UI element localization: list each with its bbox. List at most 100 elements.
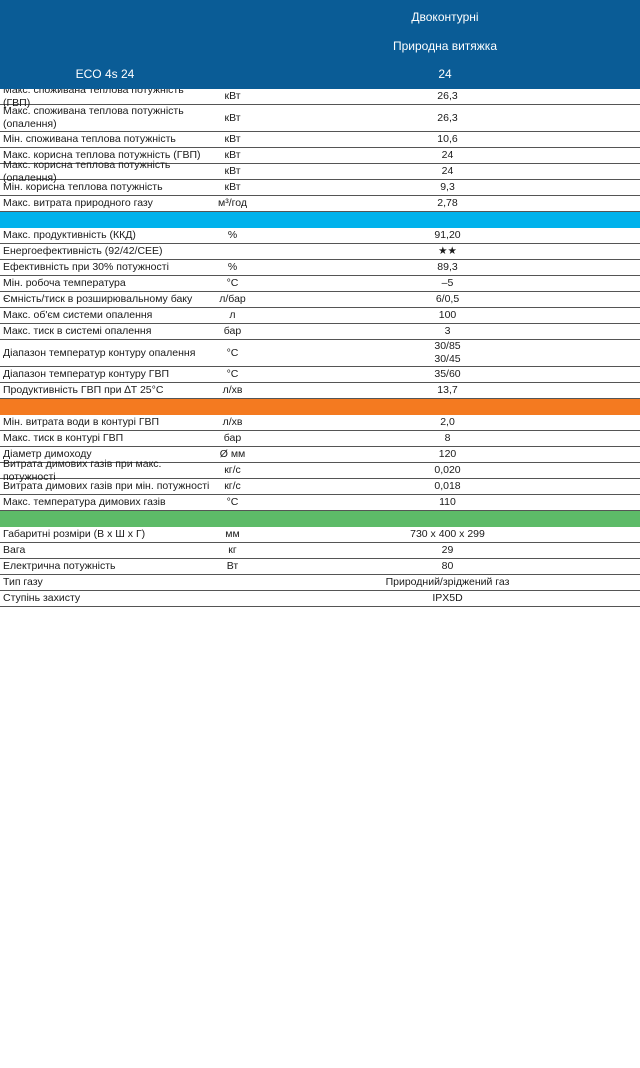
param-label: Вага — [3, 544, 26, 556]
param-value: 9,3 — [440, 181, 455, 193]
table-row: Макс. споживана теплова потужність (ГВП)… — [0, 84, 640, 109]
table-row: Ефективність при 30% потужності % 89,3 — [0, 260, 640, 276]
param-value: 29 — [441, 544, 454, 556]
param-value-line1: 30/85 — [434, 340, 461, 352]
param-label: Ємність/тиск в розширювальному баку — [3, 293, 193, 305]
param-label: Мін. корисна теплова потужність — [3, 181, 163, 193]
param-label: Енергоефективність (92/42/CEE) — [3, 245, 163, 257]
param-label: Діапазон температур контуру опалення — [3, 346, 196, 359]
table-row: Макс. продуктивність (ККД) % 91,20 — [0, 228, 640, 244]
table-row: Мін. витрата води в контурі ГВП л/хв 2,0 — [0, 415, 640, 431]
param-label: Мін. робоча температура — [3, 277, 126, 289]
table-row: Діапазон температур контуру ГВП °С 35/60 — [0, 367, 640, 383]
header-exhaust: Природна витяжка — [392, 39, 497, 53]
table-row: Габаритні розміри (В х Ш х Г) мм 730 x 4… — [0, 527, 640, 543]
table-header: Двоконтурні Природна витяжка ECO 4s 24 2… — [0, 0, 640, 89]
table-row: Макс. температура димових газів °С 110 — [0, 495, 640, 511]
param-label: Макс. корисна теплова потужність (опален… — [3, 158, 171, 184]
param-label: Макс. витрата природного газу — [3, 197, 153, 209]
param-value: 3 — [444, 325, 451, 337]
param-label: Тип газу — [3, 576, 43, 588]
param-value: 730 x 400 x 299 — [410, 528, 485, 540]
table-row: Діаметр димоходу Ø мм 120 — [0, 447, 640, 463]
param-unit: кВт — [224, 90, 241, 102]
param-label: Мін. споживана теплова потужність — [3, 133, 176, 145]
header-type: Двоконтурні — [411, 10, 479, 24]
param-unit — [210, 575, 255, 590]
table-row: Тип газу Природний/зріджений газ — [0, 575, 640, 591]
param-unit: кВт — [224, 165, 241, 177]
param-unit: кг/с — [224, 464, 241, 476]
param-label: Макс. споживана теплова потужність (опал… — [3, 105, 184, 130]
table-row: Витрата димових газів при мін. потужност… — [0, 479, 640, 495]
table-row: Макс. тиск в контурі ГВП бар 8 — [0, 431, 640, 447]
param-label: Мін. витрата води в контурі ГВП — [3, 416, 160, 428]
param-label: Макс. корисна теплова потужність (ГВП) — [3, 149, 201, 161]
param-label: Макс. продуктивність (ККД) — [3, 229, 136, 241]
param-value: 10,6 — [437, 133, 458, 145]
header-power: 24 — [438, 67, 452, 81]
table-row: Макс. об'єм системи опалення л 100 — [0, 308, 640, 324]
param-value: 8 — [444, 432, 451, 444]
param-value: 13,7 — [437, 384, 458, 396]
param-value: 100 — [438, 309, 457, 321]
param-label: Макс. тиск в системі опалення — [3, 325, 152, 337]
param-unit: м³/год — [218, 197, 247, 209]
param-value: 89,3 — [437, 261, 458, 273]
param-value: 110 — [439, 496, 456, 508]
table-row: Продуктивність ГВП при ∆T 25°C л/хв 13,7 — [0, 383, 640, 399]
param-value: 2,0 — [440, 416, 455, 428]
param-value: 91,20 — [434, 229, 461, 241]
param-label: Ступінь захисту — [3, 592, 81, 604]
table-row: Вага кг 29 — [0, 543, 640, 559]
param-label: Витрата димових газів при макс. потужнос… — [3, 457, 162, 483]
param-unit: °С — [226, 277, 239, 289]
param-value: 0,018 — [434, 480, 461, 492]
param-unit: кг — [228, 544, 237, 556]
table-row: Ємність/тиск в розширювальному баку л/ба… — [0, 292, 640, 308]
param-label: Макс. об'єм системи опалення — [3, 309, 153, 321]
param-unit: л/хв — [222, 416, 243, 428]
param-value: 24 — [441, 149, 454, 161]
table-row: Мін. корисна теплова потужність кВт 9,3 — [0, 180, 640, 196]
param-unit: л/хв — [222, 384, 243, 396]
param-value: 26,3 — [437, 111, 458, 124]
param-unit: кВт — [224, 133, 241, 145]
param-unit: % — [227, 261, 238, 273]
param-value: Природний/зріджений газ — [385, 576, 510, 588]
table-row: Діапазон температур контуру опалення °С … — [0, 340, 640, 367]
param-label: Габаритні розміри (В х Ш х Г) — [3, 528, 146, 540]
param-value: 80 — [441, 560, 454, 572]
table-row: Макс. витрата природного газу м³/год 2,7… — [0, 196, 640, 212]
table-row: Макс. корисна теплова потужність (опален… — [0, 158, 640, 184]
param-label: Продуктивність ГВП при ∆T 25°C — [3, 384, 164, 396]
table-row: Електрична потужність Вт 80 — [0, 559, 640, 575]
param-unit: Ø мм — [219, 448, 246, 460]
param-value: 30/85 30/45 — [255, 340, 640, 366]
param-value: 24 — [441, 165, 454, 177]
param-unit: кг/с — [224, 480, 241, 492]
table-row: Витрата димових газів при макс. потужнос… — [0, 457, 640, 483]
section-divider-green — [0, 511, 640, 527]
param-unit: °С — [226, 368, 239, 380]
param-label: Діапазон температур контуру ГВП — [3, 368, 170, 380]
param-unit: л — [229, 309, 236, 321]
param-unit: °С — [226, 496, 239, 508]
param-unit: кВт — [224, 149, 241, 161]
param-label: Витрата димових газів при мін. потужност… — [3, 480, 210, 492]
energy-rating-stars: ★★ — [438, 245, 457, 257]
param-value: 35/60 — [434, 368, 461, 380]
param-unit: бар — [223, 432, 242, 444]
param-value: 2,78 — [437, 197, 458, 209]
param-unit: л/бар — [219, 293, 246, 305]
param-value: 0,020 — [434, 464, 461, 476]
table-row: Макс. споживана теплова потужність (опал… — [0, 105, 640, 132]
table-row: Макс. тиск в системі опалення бар 3 — [0, 324, 640, 340]
param-value: IPX5D — [432, 592, 463, 604]
section-divider-orange — [0, 399, 640, 415]
param-unit: Вт — [226, 560, 239, 572]
table-row: Мін. робоча температура °С –5 — [0, 276, 640, 292]
table-row: Макс. корисна теплова потужність (ГВП) к… — [0, 148, 640, 164]
param-unit: °С — [226, 346, 239, 359]
section-divider-blue — [0, 212, 640, 228]
